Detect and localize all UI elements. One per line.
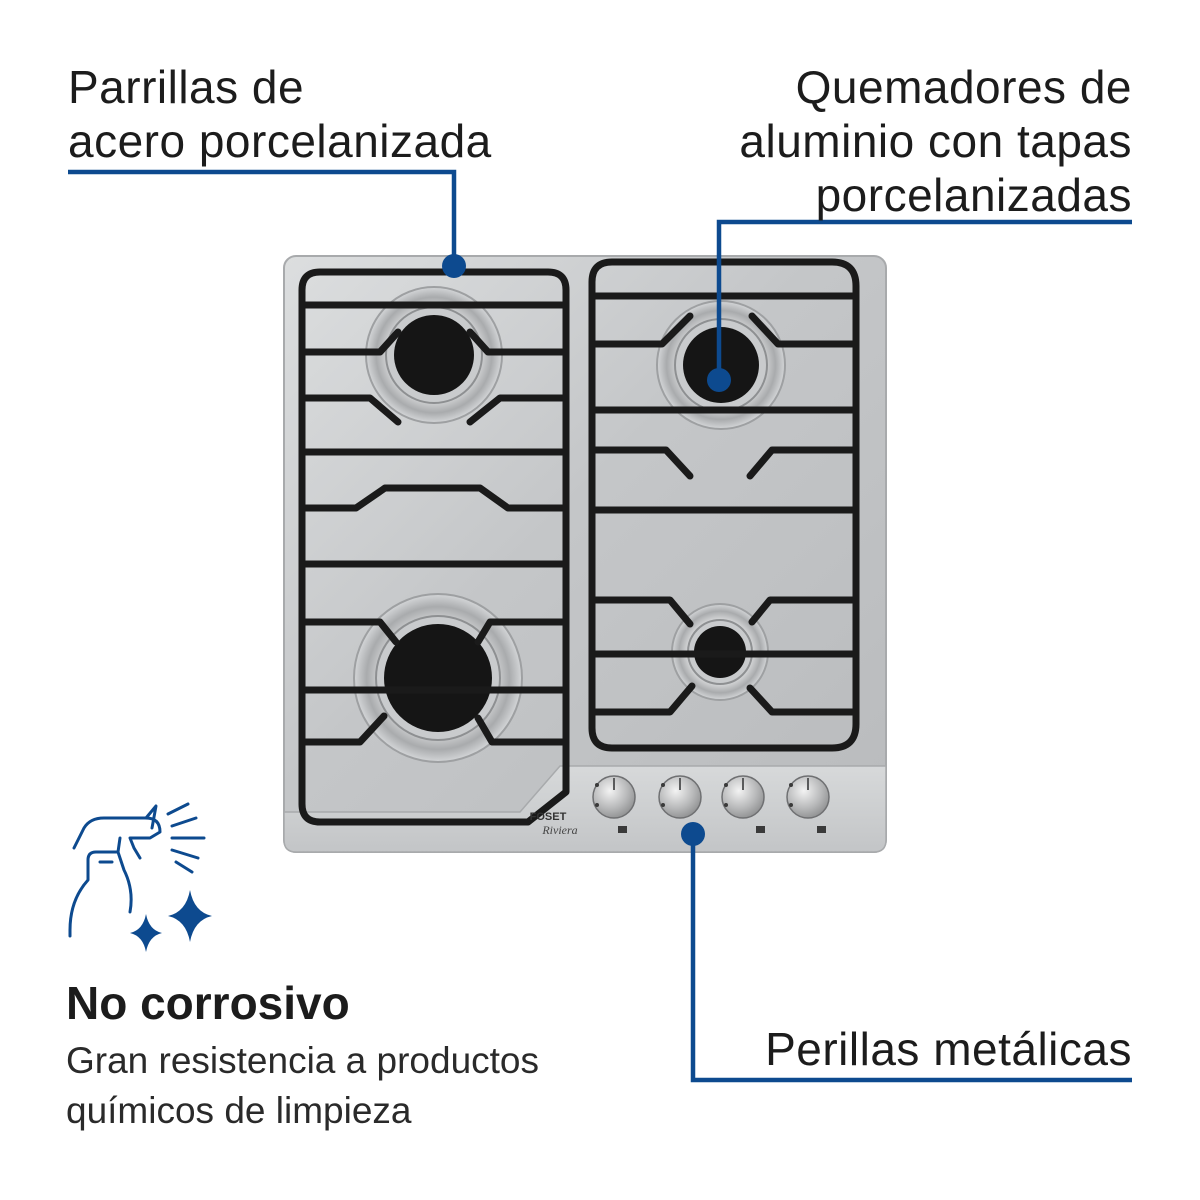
feature-description-line: Gran resistencia a productos [66, 1040, 540, 1081]
callout-knobs-line: Perillas metálicas [765, 1023, 1132, 1075]
knob-3[interactable] [721, 775, 765, 819]
dot-burners [707, 368, 731, 392]
burner-rear-left [365, 286, 503, 424]
callout-grates-line: acero porcelanizada [68, 115, 492, 167]
callout-leaders [68, 169, 1132, 1083]
leader-grates [68, 169, 457, 266]
callout-burners-line: Quemadores de [795, 61, 1132, 113]
callout-grates-line: Parrillas de [68, 61, 305, 113]
callout-grates: Parrillas de acero porcelanizada [68, 60, 492, 168]
sparkle-icon [130, 890, 212, 952]
leader-burners [716, 219, 1132, 380]
right-grate [588, 258, 860, 752]
knob-indicators [595, 783, 826, 833]
callout-burners: Quemadores de aluminio con tapas porcela… [739, 60, 1132, 222]
brand-model: Riviera [541, 823, 577, 837]
callout-knobs: Perillas metálicas [765, 1022, 1132, 1076]
callout-burners-line: aluminio con tapas [739, 115, 1132, 167]
dot-grates [442, 254, 466, 278]
knob-2[interactable] [658, 775, 702, 819]
dot-knobs [681, 822, 705, 846]
feature-title: No corrosivo [66, 977, 350, 1029]
left-grate [298, 268, 570, 826]
callout-dots [442, 254, 731, 846]
knob-4[interactable] [786, 775, 830, 819]
leader-knobs [690, 834, 1132, 1083]
spray-bottle-icon [68, 802, 206, 938]
knob-1[interactable] [592, 775, 636, 819]
brand-name: FOSET [530, 811, 567, 823]
feature-description: Gran resistencia a productos químicos de… [66, 1036, 539, 1136]
feature-description-line: químicos de limpieza [66, 1090, 412, 1131]
callout-burners-line: porcelanizadas [815, 169, 1132, 221]
